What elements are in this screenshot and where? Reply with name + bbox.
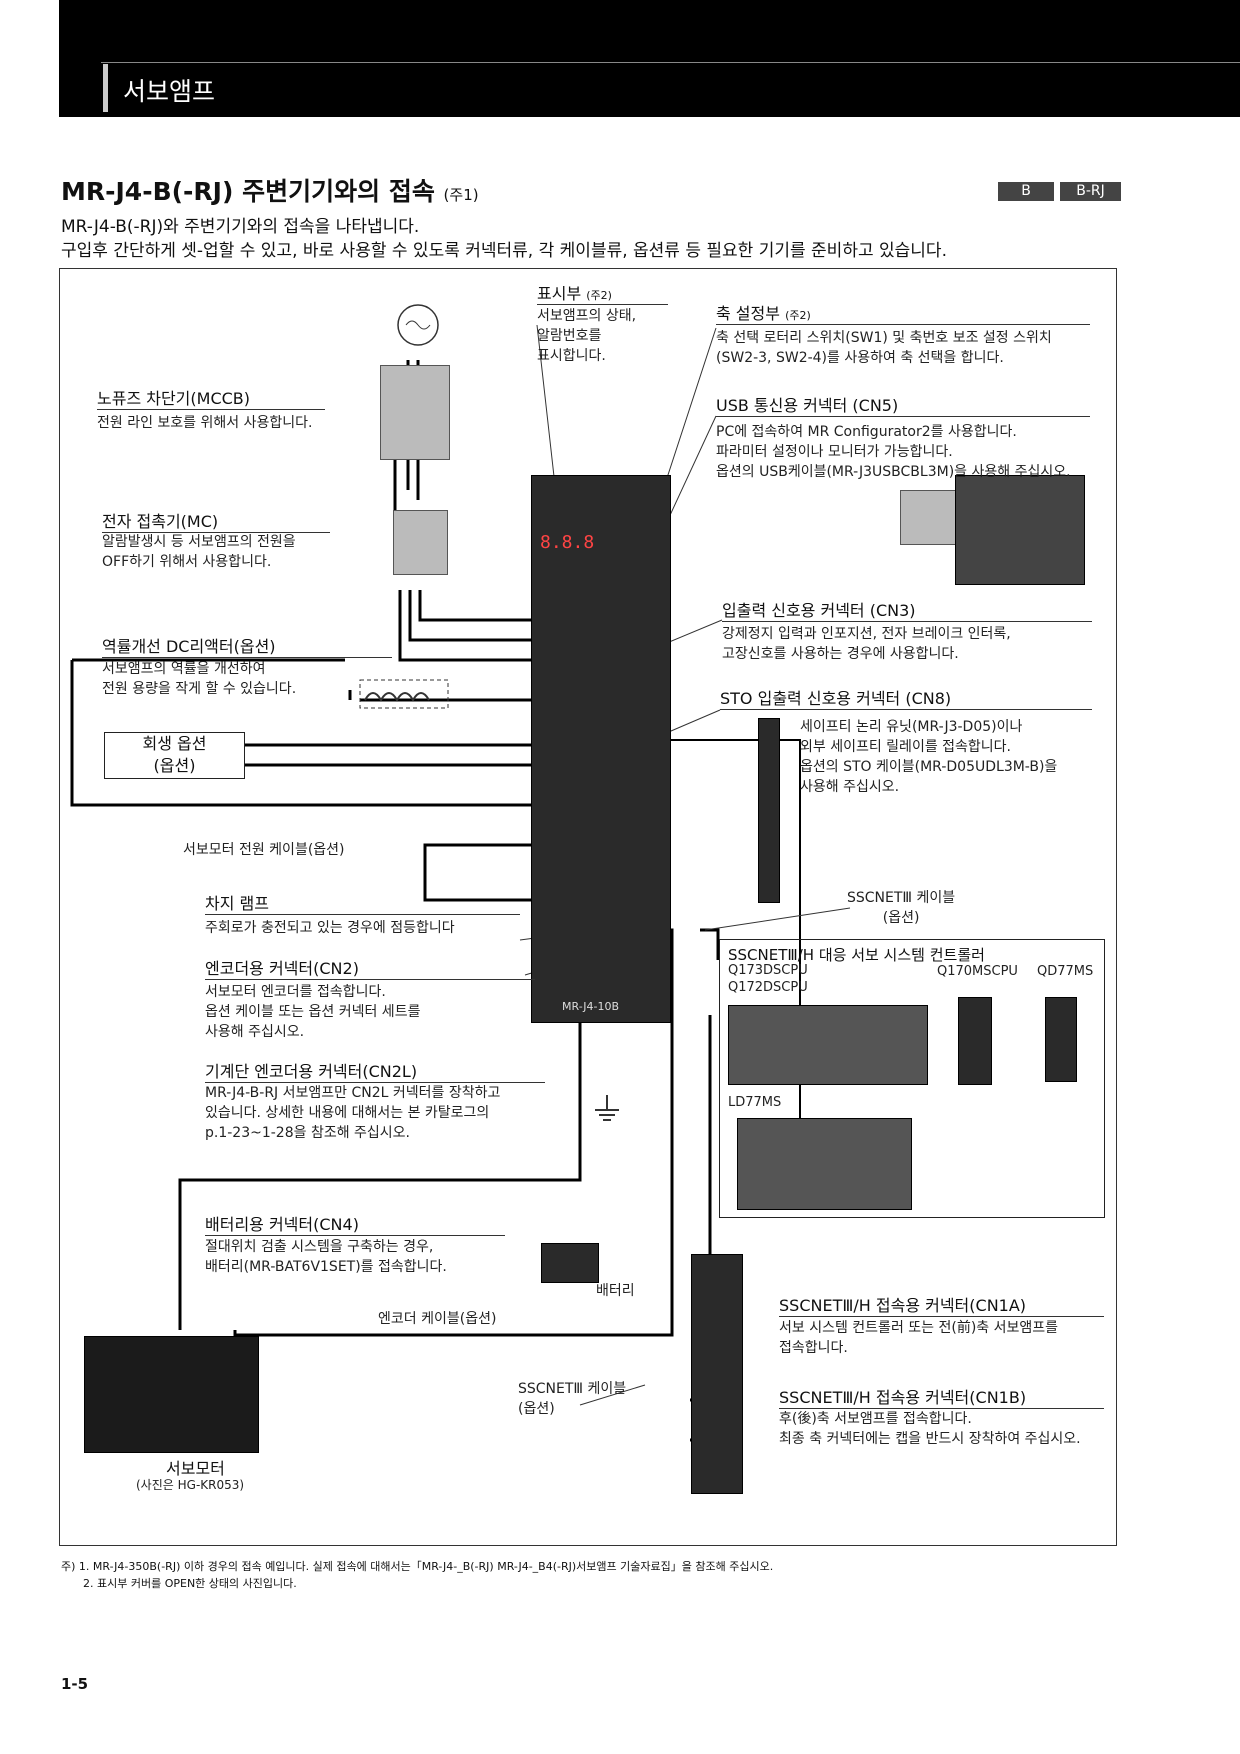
laptop-image [955,475,1085,585]
header-divider [101,62,1240,63]
controller-box [719,939,1105,1218]
badge-b: B [998,182,1054,201]
power-cable-label: 서보모터 전원 케이블(옵션) [183,842,345,858]
safety-unit-image [758,718,780,903]
battery-label: 배터리 [596,1283,635,1299]
intro-line: 구입후 간단하게 셋-업할 수 있고, 바로 사용할 수 있도록 커넥터류, 각… [61,241,947,261]
battery-image [541,1243,599,1283]
controller-title: SSCNETⅢ/H 대응 서보 시스템 컨트롤러 [728,946,985,964]
servo-motor-label: 서보모터 [166,1459,225,1478]
controller-model-ld77: LD77MS [728,1095,782,1110]
controller-model-qd77: QD77MS [1037,964,1094,979]
cn2-label: 엔코더용 커넥터(CN2) [205,955,535,980]
ground-wire [70,658,560,807]
axis-setting-desc: 축 선택 로터리 스위치(SW1) 및 축번호 보조 설정 스위치(SW2-3,… [716,330,1052,366]
cn3-label: 입출력 신호용 커넥터 (CN3) [722,597,1092,622]
servo-motor-image [84,1336,259,1453]
servo-amplifier-image: 8.8.8 MR-J4-10B [531,475,671,1023]
section-title: 서보앰프 [123,77,216,106]
regen-wire [245,743,560,767]
cn1b-desc: 후(後)축 서보앰프를 접속합니다.최종 축 커넥터에는 캡을 반드시 장착하여… [779,1411,1081,1447]
footnote-1: 주) 1. MR-J4-350B(-RJ) 이하 경우의 접속 예입니다. 실제… [61,1560,774,1573]
usb-connector-desc: PC에 접속하여 MR Configurator2를 사용합니다.파라미터 설정… [716,424,1071,480]
encoder-cable-label: 엔코더 케이블(옵션) [378,1311,497,1327]
display-label: 표시부 (주2) [537,280,668,305]
cn4-label: 배터리용 커넥터(CN4) [205,1211,505,1236]
connection-diagram [59,268,1117,1546]
amp-model: MR-J4-10B [562,1000,620,1013]
mc-wire [398,590,560,662]
controller-model-q170: Q170MSCPU [937,964,1018,979]
charge-lamp-desc: 주회로가 충전되고 있는 경우에 점등합니다 [205,920,455,936]
intro-line: MR-J4-B(-RJ)와 주변기기와의 접속을 나타냅니다. [61,217,420,237]
mccb-image [380,365,450,460]
badge-b-rj: B-RJ [1060,182,1121,201]
reactor-label: 역률개선 DC리액터(옵션) [102,633,392,658]
second-amplifier-image [691,1254,743,1494]
header-marker [103,64,108,112]
mc-image [393,510,448,575]
cn8-label: STO 입출력 신호용 커넥터 (CN8) [720,685,1092,710]
header-bar [59,0,1240,117]
cn3-desc: 강제정지 입력과 인포지션, 전자 브레이크 인터록,고장신호를 사용하는 경우… [722,626,1011,662]
mccb-label: 노퓨즈 차단기(MCCB) [97,385,325,410]
qd77-controller-image [1045,997,1077,1082]
cn1a-label: SSCNETⅢ/H 접속용 커넥터(CN1A) [779,1292,1104,1317]
cn2l-label: 기계단 엔코더용 커넥터(CN2L) [205,1058,545,1083]
amp-display: 8.8.8 [540,532,595,553]
page-number: 1-5 [61,1675,89,1693]
title-text: MR-J4-B(-RJ) 주변기기와의 접속 [61,177,435,206]
sscnet-cable-label: SSCNETⅢ 케이블(옵션) [518,1381,627,1417]
footnote-2: 2. 표시부 커버를 OPEN한 상태의 사진입니다. [83,1577,297,1590]
cn1b-label: SSCNETⅢ/H 접속용 커넥터(CN1B) [779,1384,1104,1409]
reactor-wire [348,690,560,702]
axis-setting-label: 축 설정부 (주2) [716,300,1090,325]
q173-controller-image [728,1005,928,1085]
servo-motor-caption: (사진은 HG-KR053) [136,1478,245,1492]
title-note: (주1) [443,186,479,204]
mccb-desc: 전원 라인 보호를 위해서 사용합니다. [97,415,313,431]
sto-wire [640,739,801,1135]
regen-option-box: 회생 옵션(옵션) [104,732,245,779]
q170-controller-image [958,997,992,1085]
charge-lamp-label: 차지 램프 [205,890,520,915]
mc-label: 전자 접촉기(MC) [102,508,330,533]
page-title: MR-J4-B(-RJ) 주변기기와의 접속 (주1) [61,172,479,208]
ld77-controller-image [737,1118,912,1210]
motor-power-cable [178,985,582,1330]
usb-connector-label: USB 통신용 커넥터 (CN5) [716,392,1090,417]
cn4-desc: 절대위치 검출 시스템을 구축하는 경우,배터리(MR-BAT6V1SET)를 … [205,1239,447,1275]
sscnet-cable-label-2: SSCNETⅢ 케이블(옵션) [847,890,956,926]
